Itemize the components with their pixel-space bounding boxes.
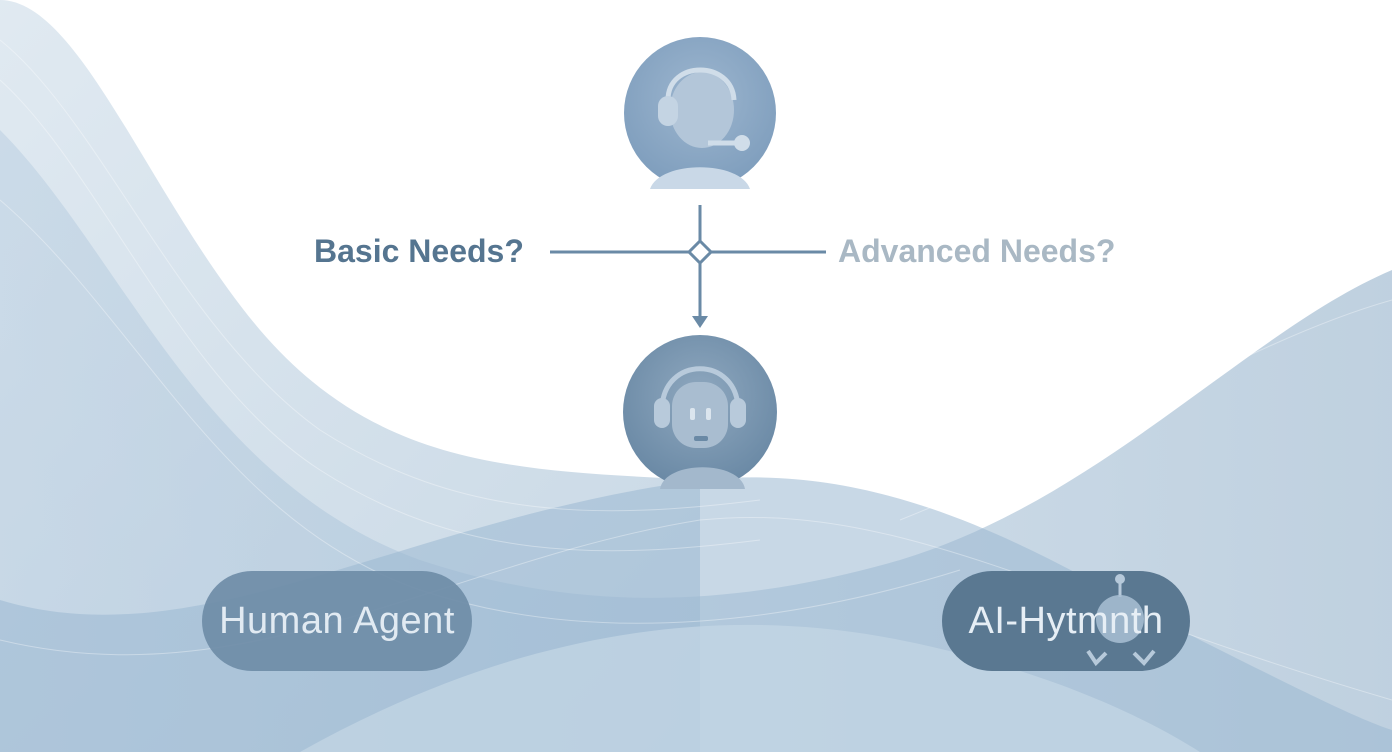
human-agent-pill: Human Agent (202, 571, 472, 671)
human-headset-agent-icon (624, 37, 776, 189)
decision-diamond-icon (686, 238, 714, 266)
advanced-needs-label: Advanced Needs? (838, 233, 1116, 269)
basic-needs-label: Basic Needs? (314, 233, 524, 269)
ai-human-pill: AI-Hytmnth (942, 571, 1190, 671)
robot-headset-agent-icon (623, 335, 777, 489)
robot-icon (1086, 574, 1156, 667)
arrow-down-icon (692, 316, 708, 328)
human-agent-label: Human Agent (219, 599, 455, 642)
ai-human-label: AI-Hytmnth (968, 599, 1164, 642)
